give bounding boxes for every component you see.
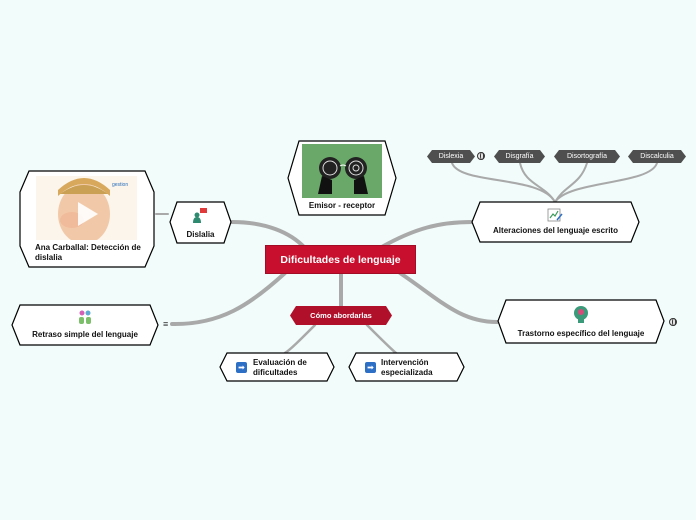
arrow-right-icon: ➡ [236,362,247,373]
node-label-intervencion: Intervención especializada [381,358,433,377]
tag-label: Disortografía [566,153,608,160]
globe-icon[interactable] [669,318,677,326]
menu-lines-icon[interactable]: ≡ [163,319,169,329]
tag-label: Discalculia [640,153,674,160]
tag-label: Disgrafía [505,153,534,160]
tag-disgrafia[interactable]: Disgrafía [494,150,545,163]
svg-text:gestion: gestion [112,182,128,188]
node-label-emisor: Emisor - receptor [308,201,376,210]
branch-evaluacion [283,323,317,355]
people-icon [79,310,91,324]
head-brain-icon [574,306,588,323]
node-label-evaluacion: Evaluación de dificultades [253,358,307,377]
node-label-trastorno: Trastorno específico del lenguaje [517,329,645,338]
writing-chart-icon [547,208,563,222]
communication-heads-image [302,144,382,198]
central-topic-label: Dificultades de lenguaje [280,253,401,266]
node-label-retraso: Retraso simple del lenguaje [32,330,138,339]
node-emisor-receptor[interactable]: Emisor - receptor [287,140,397,216]
node-label-dislalia: Dislalia [186,230,215,239]
node-video-dislalia[interactable]: gestion Ana Carballal: Detección de disl… [19,170,155,268]
node-trastorno-especifico[interactable]: Trastorno específico del lenguaje [497,299,665,344]
globe-icon[interactable] [477,152,485,160]
branch-trastorno [398,271,499,324]
branch-discalculia [554,162,658,203]
node-evaluacion[interactable]: ➡ Evaluación de dificultades [219,352,335,382]
node-intervencion[interactable]: ➡ Intervención especializada [348,352,465,382]
video-thumbnail[interactable]: gestion [36,176,137,240]
tag-label: Dislexia [438,153,464,160]
tag-disortografia[interactable]: Disortografía [554,150,620,163]
subtopic-como-abordarlas[interactable]: Cómo abordarlas [290,306,392,325]
central-topic[interactable]: Dificultades de lenguaje [266,246,415,273]
node-label-alteraciones: Alteraciones del lenguaje escrito [493,226,618,235]
arrow-right-icon: ➡ [365,362,376,373]
node-alteraciones[interactable]: Alteraciones del lenguaje escrito [471,201,640,243]
branch-retraso [170,271,287,327]
branch-intervencion [365,323,398,355]
node-dislalia[interactable]: Dislalia [169,201,232,244]
node-label-video: Ana Carballal: Detección de dislalia [35,243,141,262]
speech-person-icon [193,208,207,223]
tag-discalculia[interactable]: Discalculia [628,150,686,163]
branch-dislalia [230,220,307,250]
node-retraso-simple[interactable]: Retraso simple del lenguaje [11,304,159,346]
branch-alteraciones [378,220,474,250]
branch-disgrafia [519,162,556,203]
play-icon [78,202,98,226]
branch-dislexia [451,162,556,203]
tag-dislexia[interactable]: Dislexia [427,150,475,163]
subtopic-label: Cómo abordarlas [310,311,372,320]
